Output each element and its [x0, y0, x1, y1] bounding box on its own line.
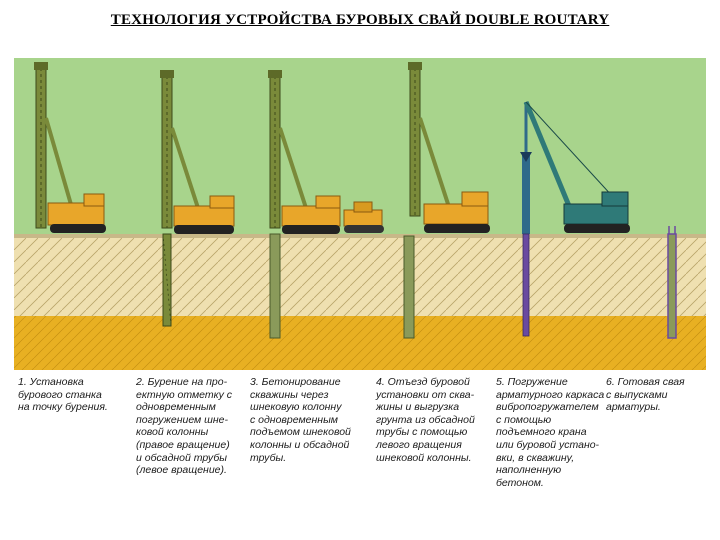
caption-line: (левое вращение).	[136, 464, 227, 477]
caption-line: 2. Бурение на про-	[136, 376, 228, 388]
caption-line: грунта из обсадной	[376, 413, 475, 426]
spoil-unit-step-4	[343, 201, 384, 233]
caption-line: арматурного каркаса	[496, 388, 605, 401]
caption-line: наполненную	[496, 464, 562, 477]
caption-line: с одновременным	[250, 413, 338, 426]
caption-line: вибропогружателем	[496, 401, 599, 414]
soil-lower-layer	[14, 316, 706, 370]
caption-line: 6. Готовая свая	[606, 376, 685, 388]
caption-line: 4. Отъезд буровой	[376, 376, 470, 388]
drilling-rig-step-2	[160, 70, 235, 327]
caption-line: бурового станка	[18, 388, 102, 401]
caption-line: с выпусками	[606, 388, 668, 401]
caption-line: с помощью	[496, 413, 552, 426]
drilling-rig-step-1	[34, 62, 106, 233]
caption-line: одновременным	[136, 401, 216, 414]
caption-line: установки от сква-	[376, 388, 475, 401]
ground-surface	[14, 234, 706, 238]
crane-step-5	[520, 101, 630, 337]
soil-upper-layer	[14, 238, 706, 316]
caption-line: ектную отметку с	[136, 388, 233, 401]
caption-line: шнековую колонну	[250, 401, 342, 414]
caption-line: погружением шне-	[136, 413, 229, 426]
finished-pile-step-6	[667, 226, 677, 339]
caption-line: 1. Установка	[18, 376, 84, 388]
caption-line: подъемом шнековой	[250, 426, 351, 439]
caption-line: жины и выгрузка	[376, 401, 460, 414]
caption-line: 3. Бетонирование	[250, 376, 341, 388]
caption-line: трубы.	[250, 451, 287, 464]
caption-line: левого вращения	[376, 438, 462, 451]
caption-line: шнековой колонны.	[376, 451, 472, 464]
caption-line: подъемного крана	[496, 426, 587, 439]
pile-technology-illustration	[14, 58, 706, 370]
page-title: ТЕХНОЛОГИЯ УСТРОЙСТВА БУРОВЫХ СВАЙ DOUBL…	[110, 12, 610, 28]
caption-line: (правое вращение)	[136, 438, 230, 451]
caption-line: вки, в скважину,	[496, 451, 575, 464]
caption-line: колонны и обсадной	[250, 438, 350, 451]
caption-line: или буровой устано-	[496, 438, 600, 451]
caption-line: ковой колонны	[136, 426, 209, 439]
caption-line: на точку бурения.	[18, 401, 108, 414]
caption-line: бетоном.	[496, 476, 544, 489]
caption-line: скважины через	[250, 388, 329, 401]
caption-line: арматуры.	[606, 401, 661, 414]
caption-line: 5. Погружение	[496, 376, 568, 388]
caption-line: трубы с помощью	[376, 426, 468, 439]
drilling-rig-step-4	[403, 62, 490, 339]
drilling-rig-step-3	[268, 70, 341, 339]
caption-line: и обсадной трубы	[136, 451, 228, 464]
